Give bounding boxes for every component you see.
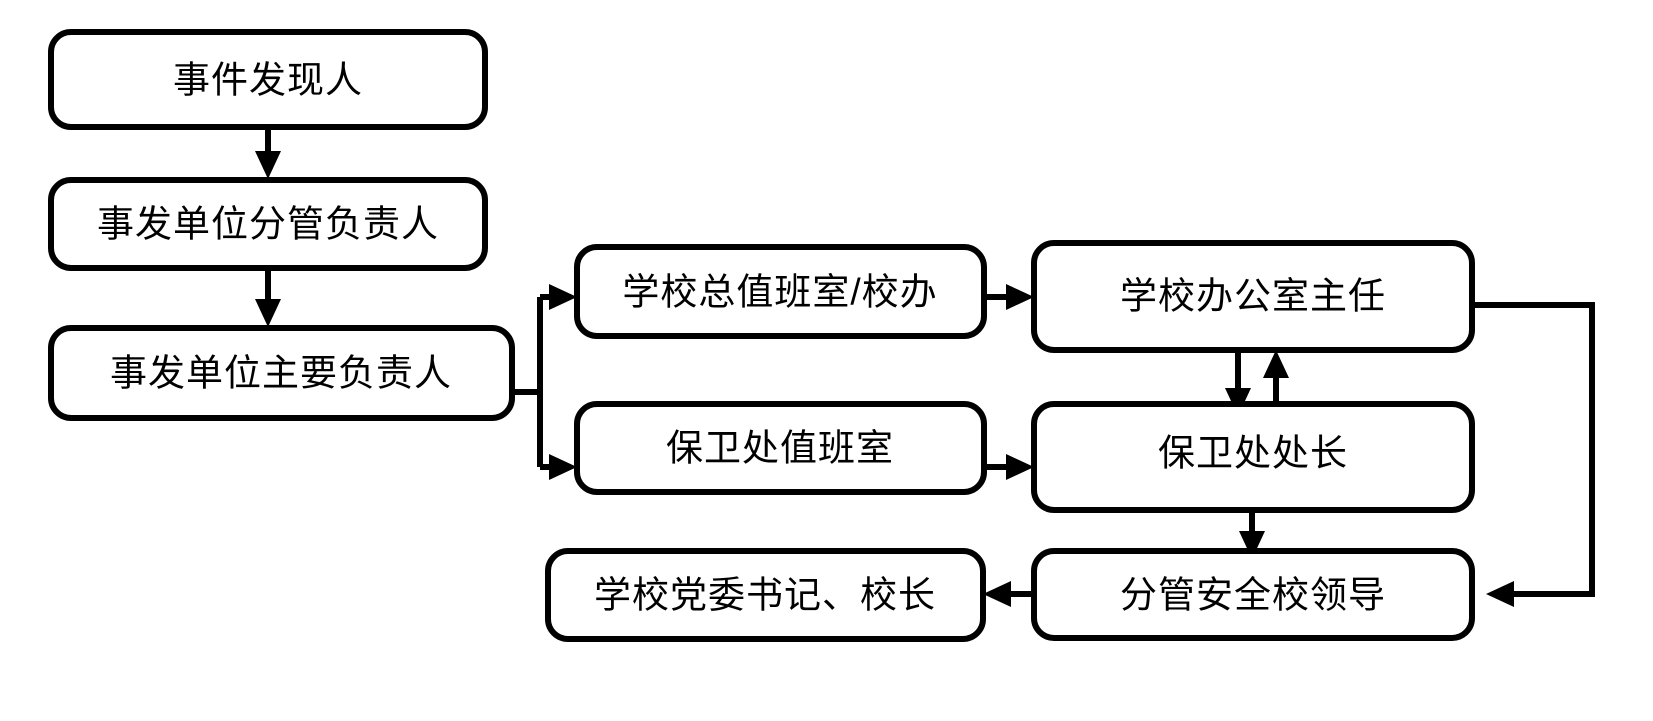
node-unit-chief-leader[interactable]: 事发单位主要负责人: [48, 325, 515, 421]
node-school-duty-office-label: 学校总值班室/校办: [622, 272, 937, 313]
node-unit-chief-leader-label: 事发单位主要负责人: [110, 353, 452, 394]
edge-unit-chief-to-security-duty-room: [540, 454, 577, 480]
node-security-duty-room[interactable]: 保卫处值班室: [574, 401, 987, 495]
edge-event-discoverer-to-unit-deputy: [255, 127, 281, 179]
node-event-discoverer-box[interactable]: [48, 29, 488, 130]
node-party-secretary-and-president-label: 学校党委书记、校长: [594, 575, 936, 616]
node-unit-chief-leader-box[interactable]: [48, 325, 515, 421]
node-party-secretary-and-president-box[interactable]: [545, 548, 986, 642]
node-school-office-director-box[interactable]: [1031, 240, 1475, 353]
edge-office-director-to-safety-leader-loop: [1472, 302, 1595, 607]
node-security-department-chief-box[interactable]: [1031, 401, 1475, 513]
node-unit-deputy-leader-box[interactable]: [48, 177, 488, 271]
node-school-duty-office[interactable]: 学校总值班室/校办: [574, 244, 987, 339]
node-safety-school-leader[interactable]: 分管安全校领导: [1031, 548, 1475, 641]
connector-group: [255, 127, 1595, 607]
node-event-discoverer[interactable]: 事件发现人: [48, 29, 488, 130]
node-safety-school-leader-label: 分管安全校领导: [1120, 575, 1386, 616]
node-security-department-chief[interactable]: 保卫处处长: [1031, 401, 1475, 513]
edge-school-duty-office-to-office-director: [984, 284, 1034, 310]
node-security-duty-room-box[interactable]: [574, 401, 987, 495]
node-event-discoverer-label: 事件发现人: [173, 60, 363, 101]
edge-unit-chief-branch-trunk: [512, 297, 543, 467]
node-school-office-director-label: 学校办公室主任: [1120, 276, 1386, 317]
node-safety-school-leader-box[interactable]: [1031, 548, 1475, 641]
node-security-duty-room-label: 保卫处值班室: [666, 428, 894, 469]
node-unit-deputy-leader[interactable]: 事发单位分管负责人: [48, 177, 488, 271]
node-school-duty-office-box[interactable]: [574, 244, 987, 339]
edge-security-duty-room-to-security-chief: [984, 454, 1034, 480]
edge-unit-chief-to-school-duty-office: [540, 284, 577, 310]
node-security-department-chief-label: 保卫处处长: [1158, 433, 1348, 474]
edge-unit-deputy-to-unit-chief: [255, 268, 281, 327]
node-unit-deputy-leader-label: 事发单位分管负责人: [97, 204, 439, 245]
edge-security-chief-to-safety-leader: [1239, 510, 1265, 559]
node-school-office-director[interactable]: 学校办公室主任: [1031, 240, 1475, 353]
node-party-secretary-and-president[interactable]: 学校党委书记、校长: [545, 548, 986, 642]
edge-safety-leader-to-party-secretary-president: [983, 581, 1034, 607]
